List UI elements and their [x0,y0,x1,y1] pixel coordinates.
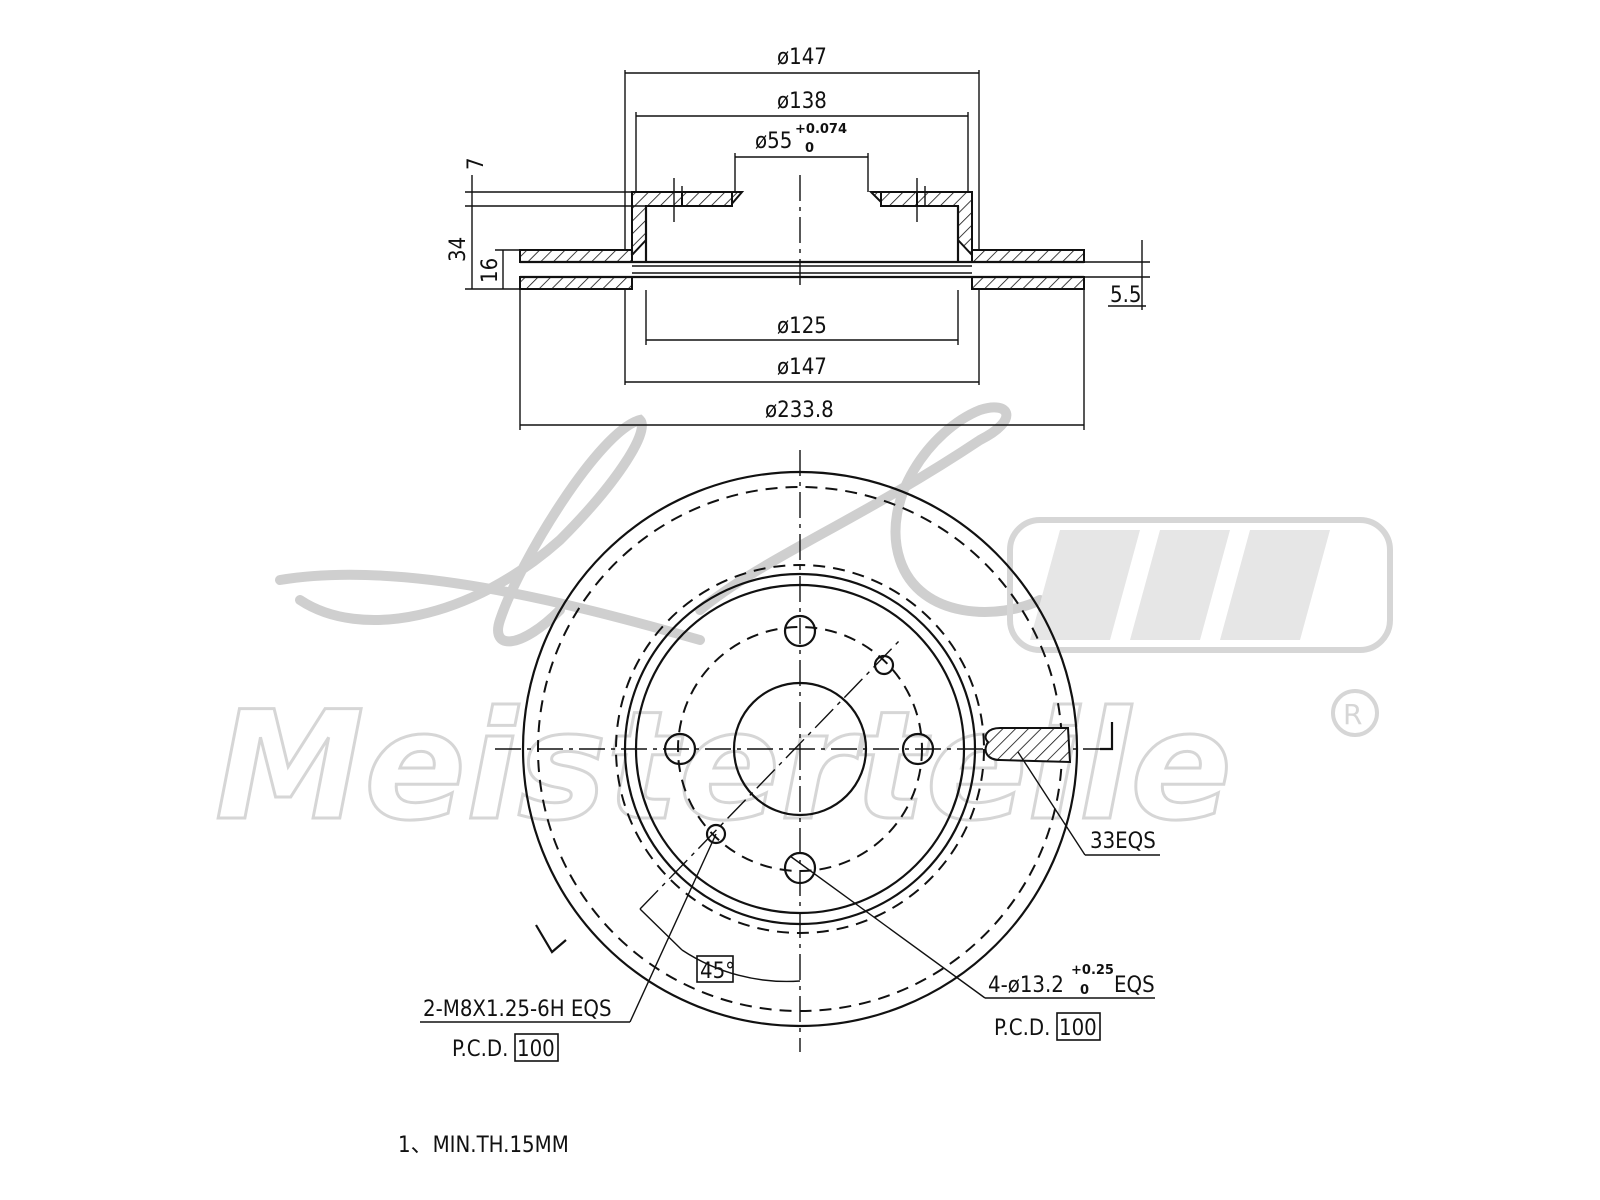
dim-d147-bottom: ø147 [777,355,827,380]
watermark-registered-mark: R [1343,698,1362,731]
note-min-thickness: 1、MIN.TH.15MM [398,1133,569,1158]
callout-thread-pcd-value: 100 [517,1037,555,1062]
dim-d233: ø233.8 [765,398,834,423]
dim-d138: ø138 [777,89,827,114]
callout-bolt-holes: 4-ø13.2 [988,973,1064,998]
dim-d55: ø55 [755,129,792,154]
dim-h34: 34 [446,237,471,262]
rotor-top-plate-right [971,249,1085,263]
threaded-hole-upper [873,654,895,676]
callout-angle: 45° [700,959,735,984]
dim-h16: 16 [478,258,503,283]
watermark-logo: Meisterteile R [214,402,1393,856]
rotor-bottom-plate-left [519,276,633,290]
dim-d55-tol-upper: +0.074 [795,122,847,137]
rotor-bottom-plate-right [971,276,1085,290]
dim-d147-top: ø147 [777,45,827,70]
callout-thread-holes: 2-M8X1.25-6H EQS [423,997,612,1022]
watermark-brand-text: Meisterteile [215,680,1232,854]
callout-bolt-holes-tol-upper: +0.25 [1071,963,1114,978]
rotor-top-plate-left [519,249,633,263]
front-view: 33EQS 45° 2-M8X1.25-6H EQS P.C.D. 100 4-… [420,450,1160,1062]
dim-d55-tol-lower: 0 [805,141,814,156]
callout-bolt-holes-tol-lower: 0 [1080,983,1089,998]
vane-slot [984,727,1072,764]
dim-h7: 7 [464,157,489,170]
bolt-hole-top [783,614,817,648]
threaded-hole-lower [705,823,727,845]
dim-h5-5: 5.5 [1110,283,1141,308]
callout-bolt-pcd-label: P.C.D. [994,1016,1050,1041]
callout-vanes: 33EQS [1090,829,1156,854]
dim-d125: ø125 [777,314,827,339]
section-view: ø147 ø138 ø55 +0.074 0 ø125 ø147 ø233.8 [446,45,1150,430]
callout-bolt-pcd-value: 100 [1059,1016,1097,1041]
callout-bolt-holes-suffix: EQS [1114,973,1155,998]
callout-thread-pcd-label: P.C.D. [452,1037,508,1062]
